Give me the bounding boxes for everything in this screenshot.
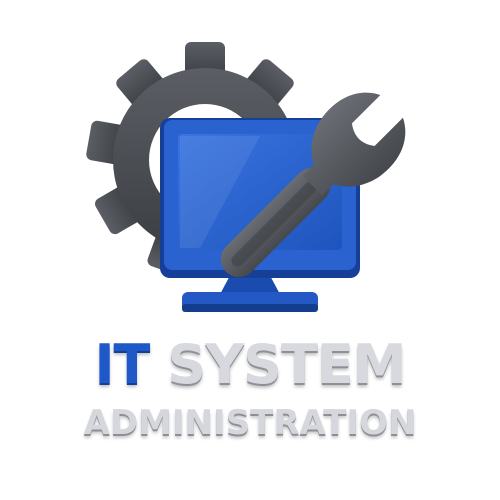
logo-title: IT SYSTEM	[0, 330, 500, 400]
logo-subtitle: ADMINISTRATION	[83, 403, 417, 443]
logo-title-word-it: IT	[94, 333, 150, 396]
logo-title-word-system: SYSTEM	[167, 333, 406, 396]
wrench-icon	[220, 89, 409, 278]
logo-emblem	[86, 42, 409, 312]
